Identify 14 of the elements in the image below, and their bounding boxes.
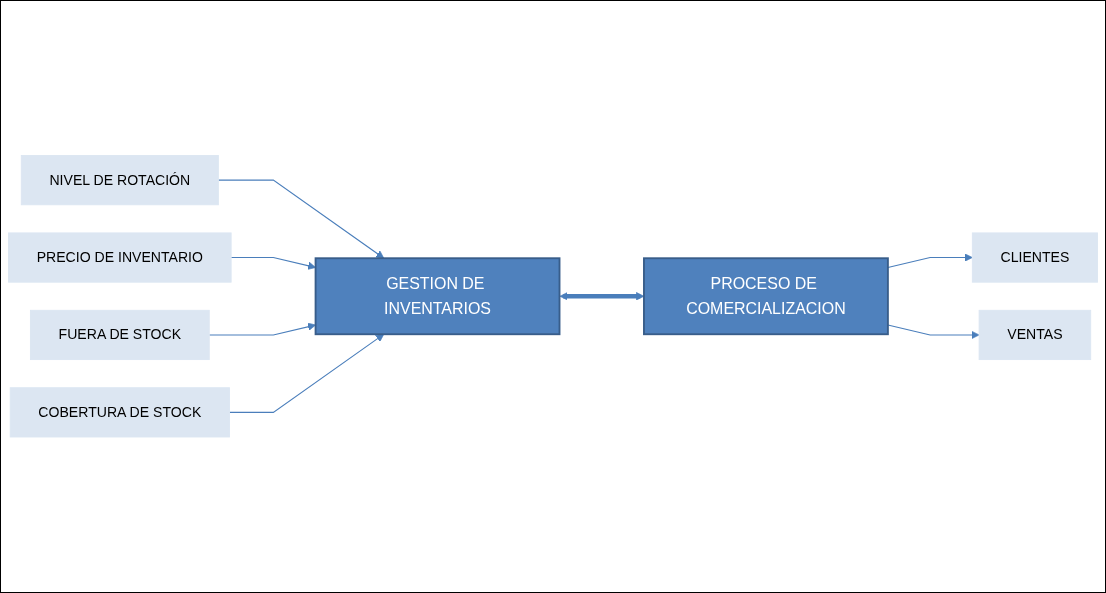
node-box: COBERTURA DE STOCK	[9, 387, 230, 438]
arrow	[217, 179, 385, 259]
arrow	[887, 253, 973, 269]
arrow	[230, 257, 316, 271]
node-box: CLIENTES	[971, 232, 1098, 283]
arrow	[228, 334, 385, 414]
node-box: PRECIO DE INVENTARIO	[8, 232, 232, 283]
arrow	[208, 322, 316, 336]
node-box: FUERA DE STOCK	[29, 310, 210, 361]
node-box: NIVEL DE ROTACIÓN	[20, 155, 219, 206]
arrow	[887, 324, 980, 340]
node-box: PROCESO DE COMERCIALIZACION	[643, 257, 889, 336]
node-box: VENTAS	[978, 310, 1092, 361]
node-box: GESTION DE INVENTARIOS	[314, 257, 561, 336]
